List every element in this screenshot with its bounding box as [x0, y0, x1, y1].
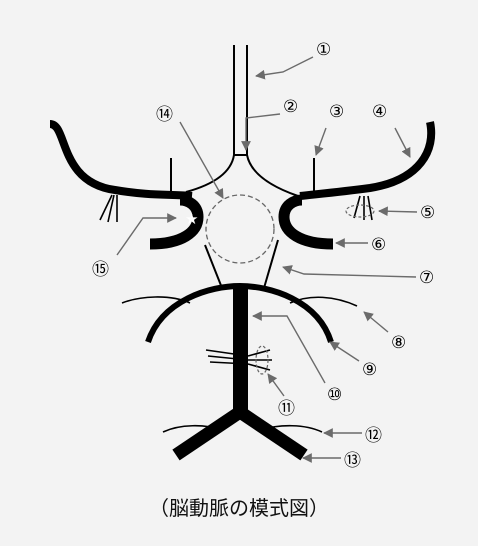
leader-8 — [363, 311, 389, 333]
leader-3 — [314, 127, 327, 156]
leader-14 — [179, 121, 224, 199]
leader-9 — [329, 341, 360, 362]
leader-11 — [267, 373, 285, 397]
label-5: ⑤ — [420, 203, 435, 223]
leader-1 — [255, 56, 314, 80]
label-12: ⑫ — [365, 426, 382, 446]
label-15: ⑮ — [92, 260, 109, 280]
leader-2 — [241, 113, 281, 151]
anterior-inferior-cerebellar-artery — [162, 424, 323, 433]
label-11: ⑪ — [278, 399, 295, 419]
label-8: ⑧ — [391, 333, 406, 353]
basilar-artery — [233, 286, 248, 416]
label-4: ④ — [372, 102, 387, 122]
superior-cerebellar-artery — [121, 296, 358, 307]
label-9: ⑨ — [362, 360, 377, 380]
perforator-branches-top — [170, 158, 315, 192]
leader-5 — [378, 206, 418, 217]
pontine-arteries — [205, 349, 272, 371]
pontine-dashed-area — [255, 345, 269, 375]
internal-carotid-artery — [149, 194, 334, 250]
anterior-cerebral-artery — [233, 45, 248, 155]
leader-4 — [394, 127, 411, 158]
label-14: ⑭ — [156, 105, 173, 125]
number-labels: ① ② ③ ④ ⑤ ⑥ ⑦ ⑧ ⑨ ⑩ ⑪ ⑫ ⑬ ⑭ ⑮ — [92, 40, 435, 471]
label-7: ⑦ — [419, 268, 434, 288]
circle-anterior-arc — [185, 154, 299, 197]
label-6: ⑥ — [371, 235, 386, 255]
perforator-area-right — [345, 204, 375, 218]
label-2: ② — [283, 97, 298, 117]
label-13: ⑬ — [344, 451, 361, 471]
star-marker: ★ — [185, 210, 198, 228]
leader-10 — [252, 311, 326, 384]
lenticulostriate-arteries-right — [353, 195, 373, 221]
label-1: ① — [316, 40, 331, 60]
diagram-caption: （脳動脈の模式図） — [149, 496, 329, 520]
lenticulostriate-arteries-left — [99, 194, 118, 223]
vertebral-artery — [172, 406, 308, 461]
posterior-communicating-artery — [204, 239, 279, 289]
leader-15 — [116, 213, 177, 256]
label-3: ③ — [329, 102, 344, 122]
middle-cerebral-artery — [48, 120, 436, 200]
leader-arrows — [116, 56, 418, 463]
label-10: ⑩ — [327, 385, 342, 405]
leader-7 — [282, 265, 417, 278]
pituitary-dashed-circle — [205, 194, 275, 264]
